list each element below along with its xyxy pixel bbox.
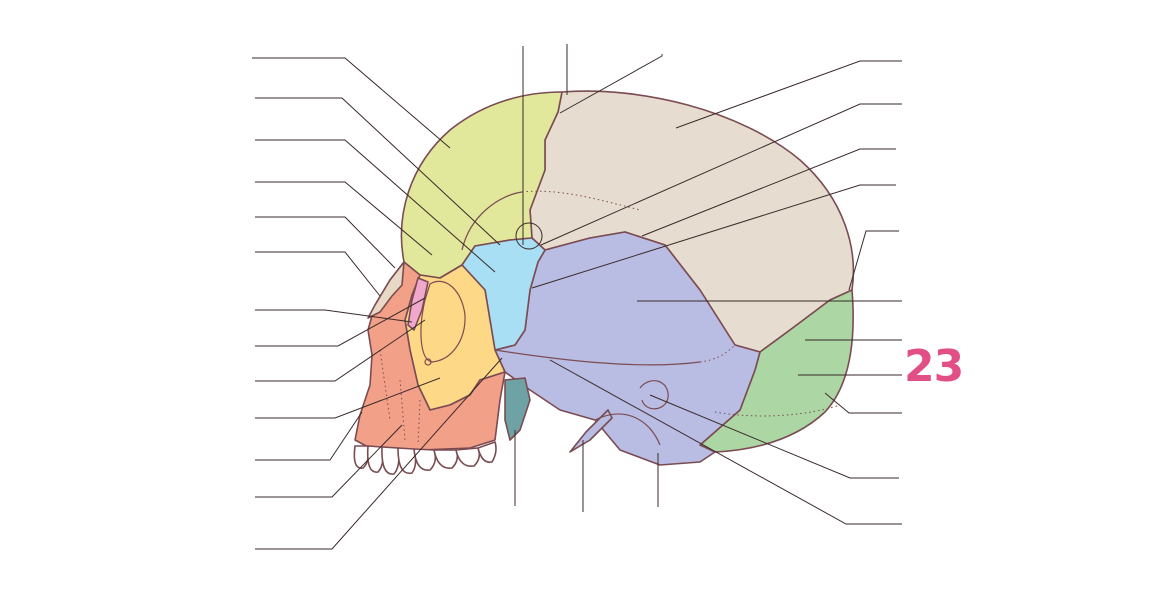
- leader-right-11: [549, 359, 902, 525]
- orbit-rim: [420, 280, 466, 363]
- leader-lines: [252, 44, 902, 550]
- temporal-line: [461, 191, 523, 251]
- external-acoustic-meatus: [639, 380, 669, 410]
- temporal-line-dotted: [521, 190, 641, 211]
- leader-left-12: [255, 424, 403, 498]
- leader-right-10: [649, 394, 899, 479]
- leader-left-8: [255, 297, 426, 347]
- lacrimal-bone: [407, 277, 429, 331]
- skull-details: [379, 190, 841, 446]
- leader-left-9: [255, 319, 426, 382]
- styloid-process: [569, 409, 613, 453]
- leader-left-3: [255, 139, 496, 273]
- leader-right-2: [540, 103, 902, 246]
- leader-right-9: [824, 392, 902, 414]
- leader-left-5: [255, 216, 396, 269]
- lambdoid-dotted: [714, 404, 841, 417]
- pterygoid-plate: [504, 377, 531, 441]
- leader-left-2: [255, 97, 501, 246]
- maxilla-foramen: [424, 358, 432, 366]
- skull-bones: [353, 90, 855, 475]
- page-number: 23: [904, 341, 964, 392]
- leader-right-4: [531, 184, 896, 289]
- leader-right-5: [848, 230, 899, 291]
- leader-left-6: [255, 251, 381, 297]
- leader-top-3: [559, 54, 663, 114]
- leader-right-3: [641, 148, 896, 237]
- leader-left-4: [255, 181, 433, 256]
- zygomatic-arch: [494, 349, 701, 366]
- leader-left-10: [255, 377, 441, 419]
- mastoid-process: [594, 413, 661, 446]
- leader-left-1: [252, 57, 451, 149]
- pterion-marker: [515, 222, 543, 250]
- leader-right-1: [675, 60, 902, 129]
- leader-left-7: [255, 309, 413, 323]
- zygomatic-arch-dotted: [699, 344, 736, 363]
- maxilla-texture: [379, 349, 421, 446]
- maxilla: [354, 261, 506, 451]
- leader-left-13: [255, 357, 503, 550]
- teeth: [353, 441, 497, 475]
- leader-left-11: [255, 411, 363, 461]
- nasal-bone: [367, 261, 405, 319]
